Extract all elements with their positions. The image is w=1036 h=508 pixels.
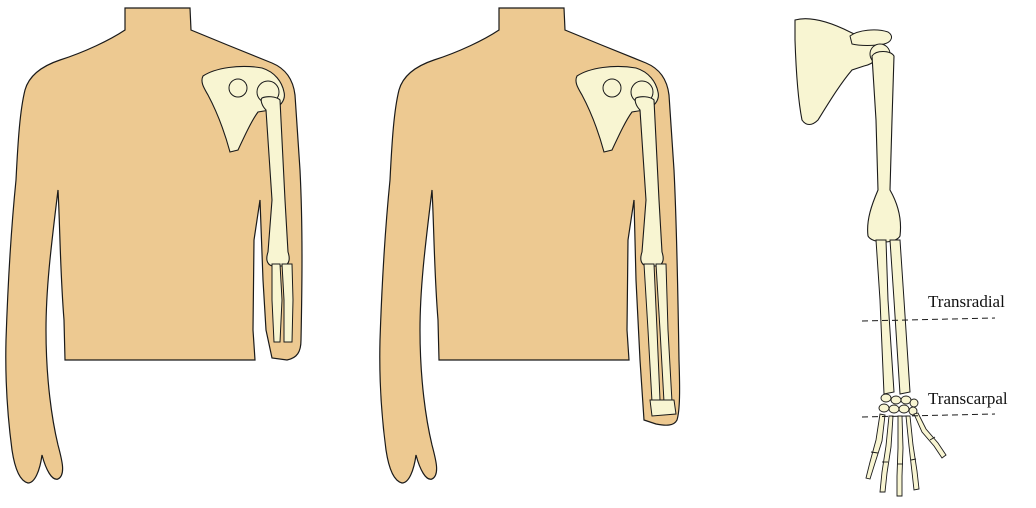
torso-transcarpal-amputation	[380, 8, 680, 483]
hand-bones	[866, 413, 946, 496]
acromion	[850, 30, 891, 46]
torso-transradial-amputation	[6, 8, 302, 483]
humerus	[868, 52, 901, 243]
arm-skeleton	[795, 19, 946, 496]
glenoid	[229, 79, 247, 97]
carpal-stump	[650, 400, 676, 416]
radius-stump	[272, 264, 282, 342]
transradial-label: Transradial	[928, 292, 1005, 311]
glenoid	[603, 79, 621, 97]
ulna-stump	[282, 264, 293, 342]
carpals	[879, 394, 918, 415]
transcarpal-label: Transcarpal	[928, 389, 1008, 408]
